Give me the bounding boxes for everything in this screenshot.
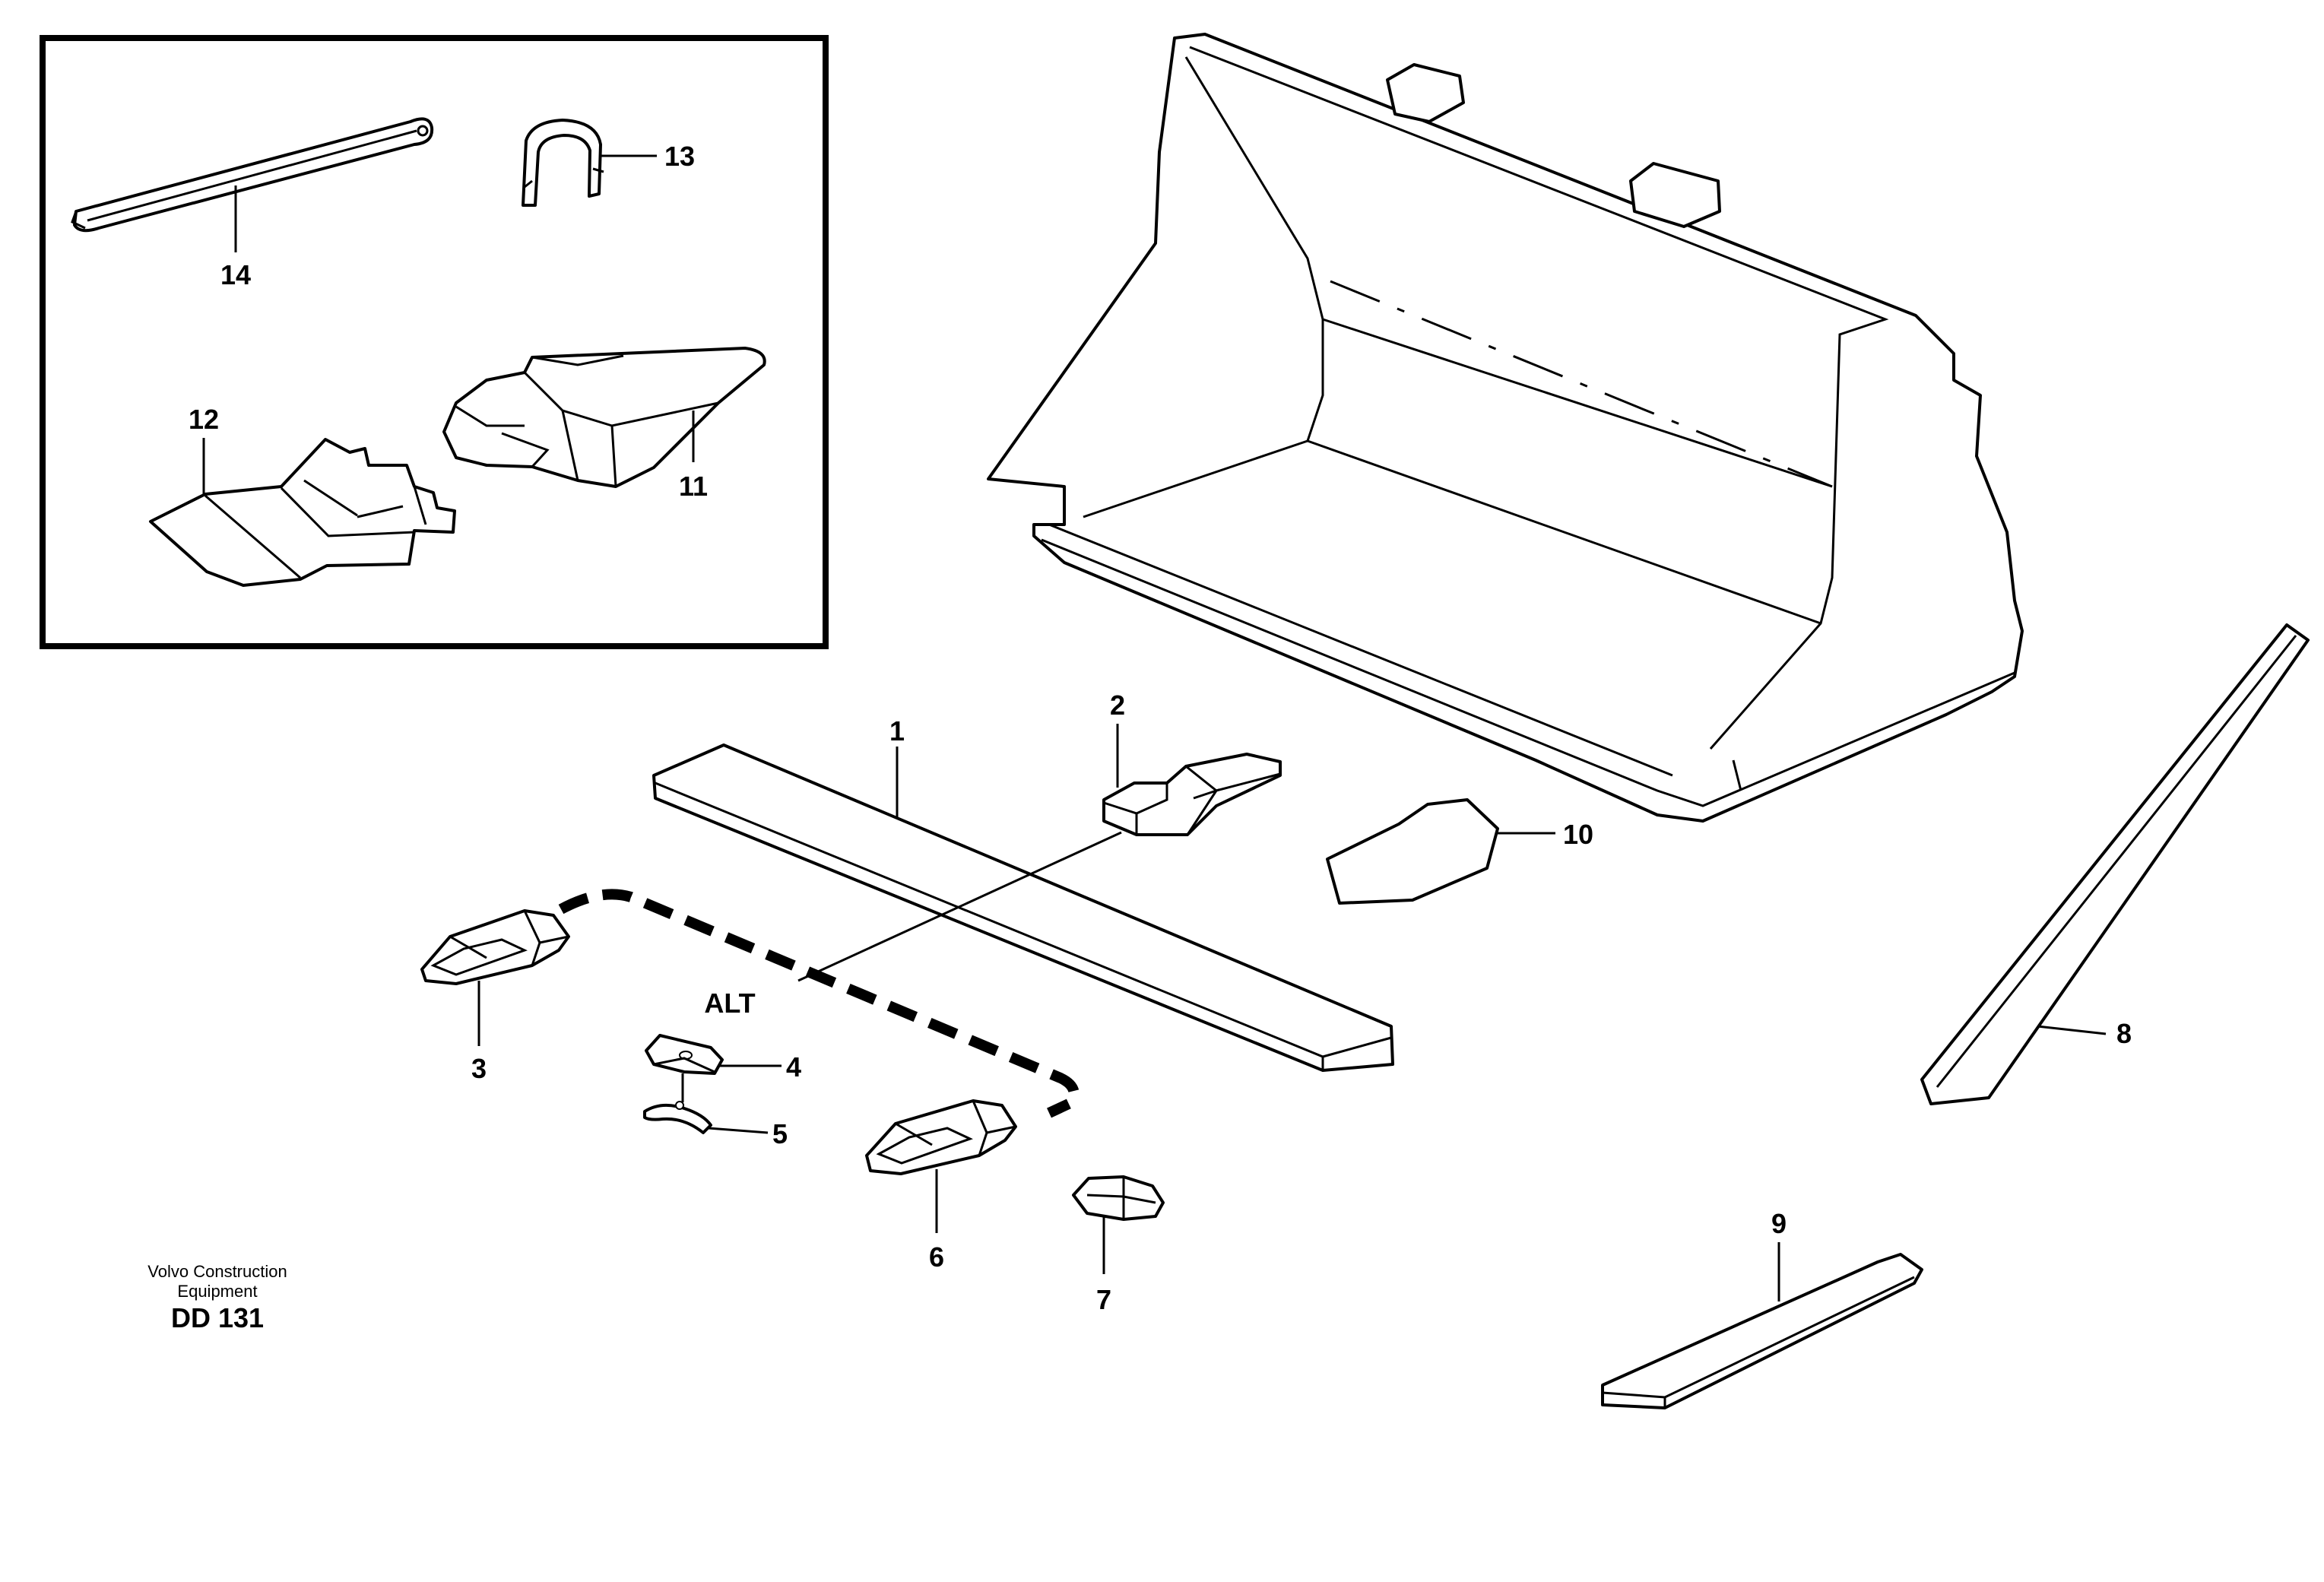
callout-14: 14	[220, 259, 251, 290]
alt-line	[797, 831, 1122, 982]
callout-1: 1	[889, 715, 905, 747]
part-1-cutting-edge[interactable]	[652, 743, 1394, 1072]
callout-6: 6	[929, 1241, 944, 1273]
callout-9: 9	[1771, 1208, 1787, 1239]
leader-5	[708, 1127, 769, 1134]
maker-line-2: Equipment	[177, 1282, 257, 1301]
alt-label: ALT	[704, 988, 755, 1019]
maker-line-1: Volvo Construction	[147, 1262, 287, 1281]
part-3-tooth[interactable]	[420, 909, 570, 985]
part-10-wear-plate[interactable]	[1326, 798, 1499, 905]
part-13-clip[interactable]	[522, 119, 604, 207]
part-5-retainer[interactable]	[643, 1101, 712, 1134]
callout-11: 11	[679, 471, 708, 502]
part-11-tooth[interactable]	[442, 347, 766, 488]
callout-13: 13	[664, 141, 695, 172]
part-12-adapter[interactable]	[149, 438, 456, 587]
drawing-code: DD 131	[171, 1302, 264, 1333]
leader-8	[2037, 1025, 2107, 1035]
part-4-lock[interactable]	[645, 1034, 724, 1075]
callout-8: 8	[2116, 1018, 2132, 1049]
callout-3: 3	[471, 1053, 487, 1084]
bucket[interactable]	[987, 33, 2024, 823]
part-7-lock[interactable]	[1072, 1175, 1165, 1221]
part-2-segment[interactable]	[1102, 753, 1282, 836]
inset-detail-box: 14 13 12 11	[40, 35, 829, 649]
part-6-tooth[interactable]	[865, 1099, 1017, 1175]
part-14-rod-tool[interactable]	[71, 117, 434, 233]
part-8-side-edge[interactable]	[1920, 623, 2310, 1105]
tooth-row-dashed-line	[558, 889, 1080, 1118]
callout-7: 7	[1096, 1284, 1111, 1315]
callout-12: 12	[189, 404, 219, 435]
callout-5: 5	[772, 1118, 788, 1149]
callout-4: 4	[786, 1051, 801, 1083]
callout-10: 10	[1563, 819, 1593, 850]
part-9-wear-strip[interactable]	[1601, 1253, 1923, 1409]
callout-2: 2	[1110, 690, 1125, 721]
